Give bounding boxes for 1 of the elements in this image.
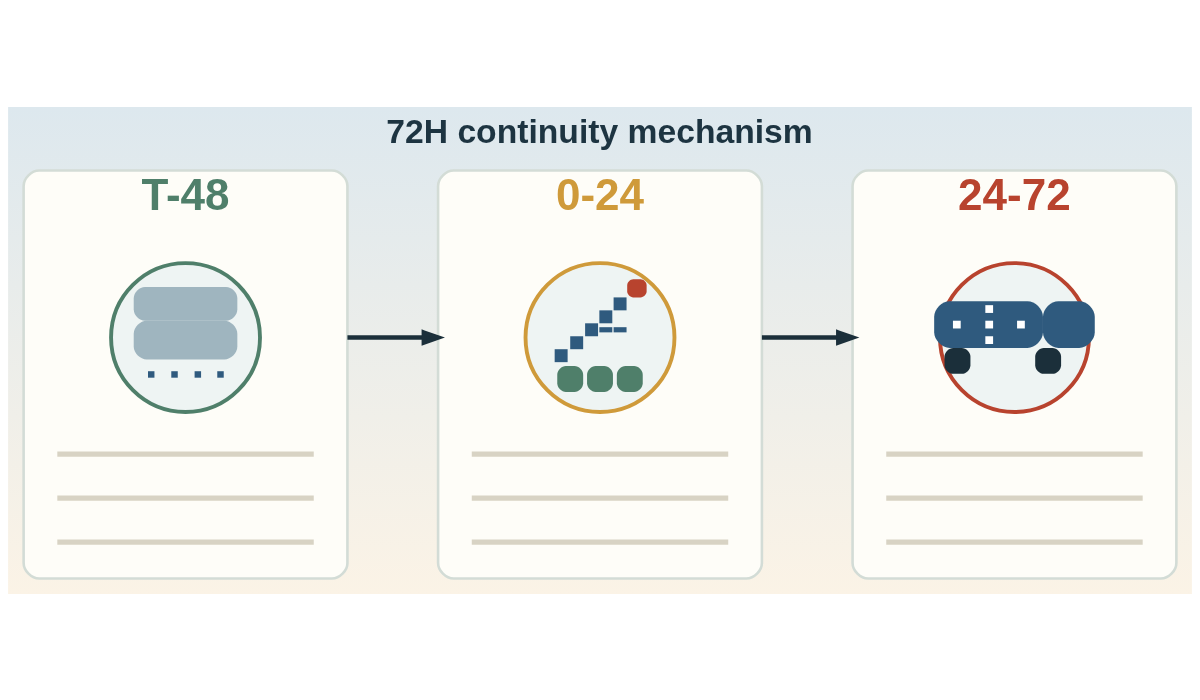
diagram-title: 72H continuity mechanism bbox=[386, 112, 813, 150]
